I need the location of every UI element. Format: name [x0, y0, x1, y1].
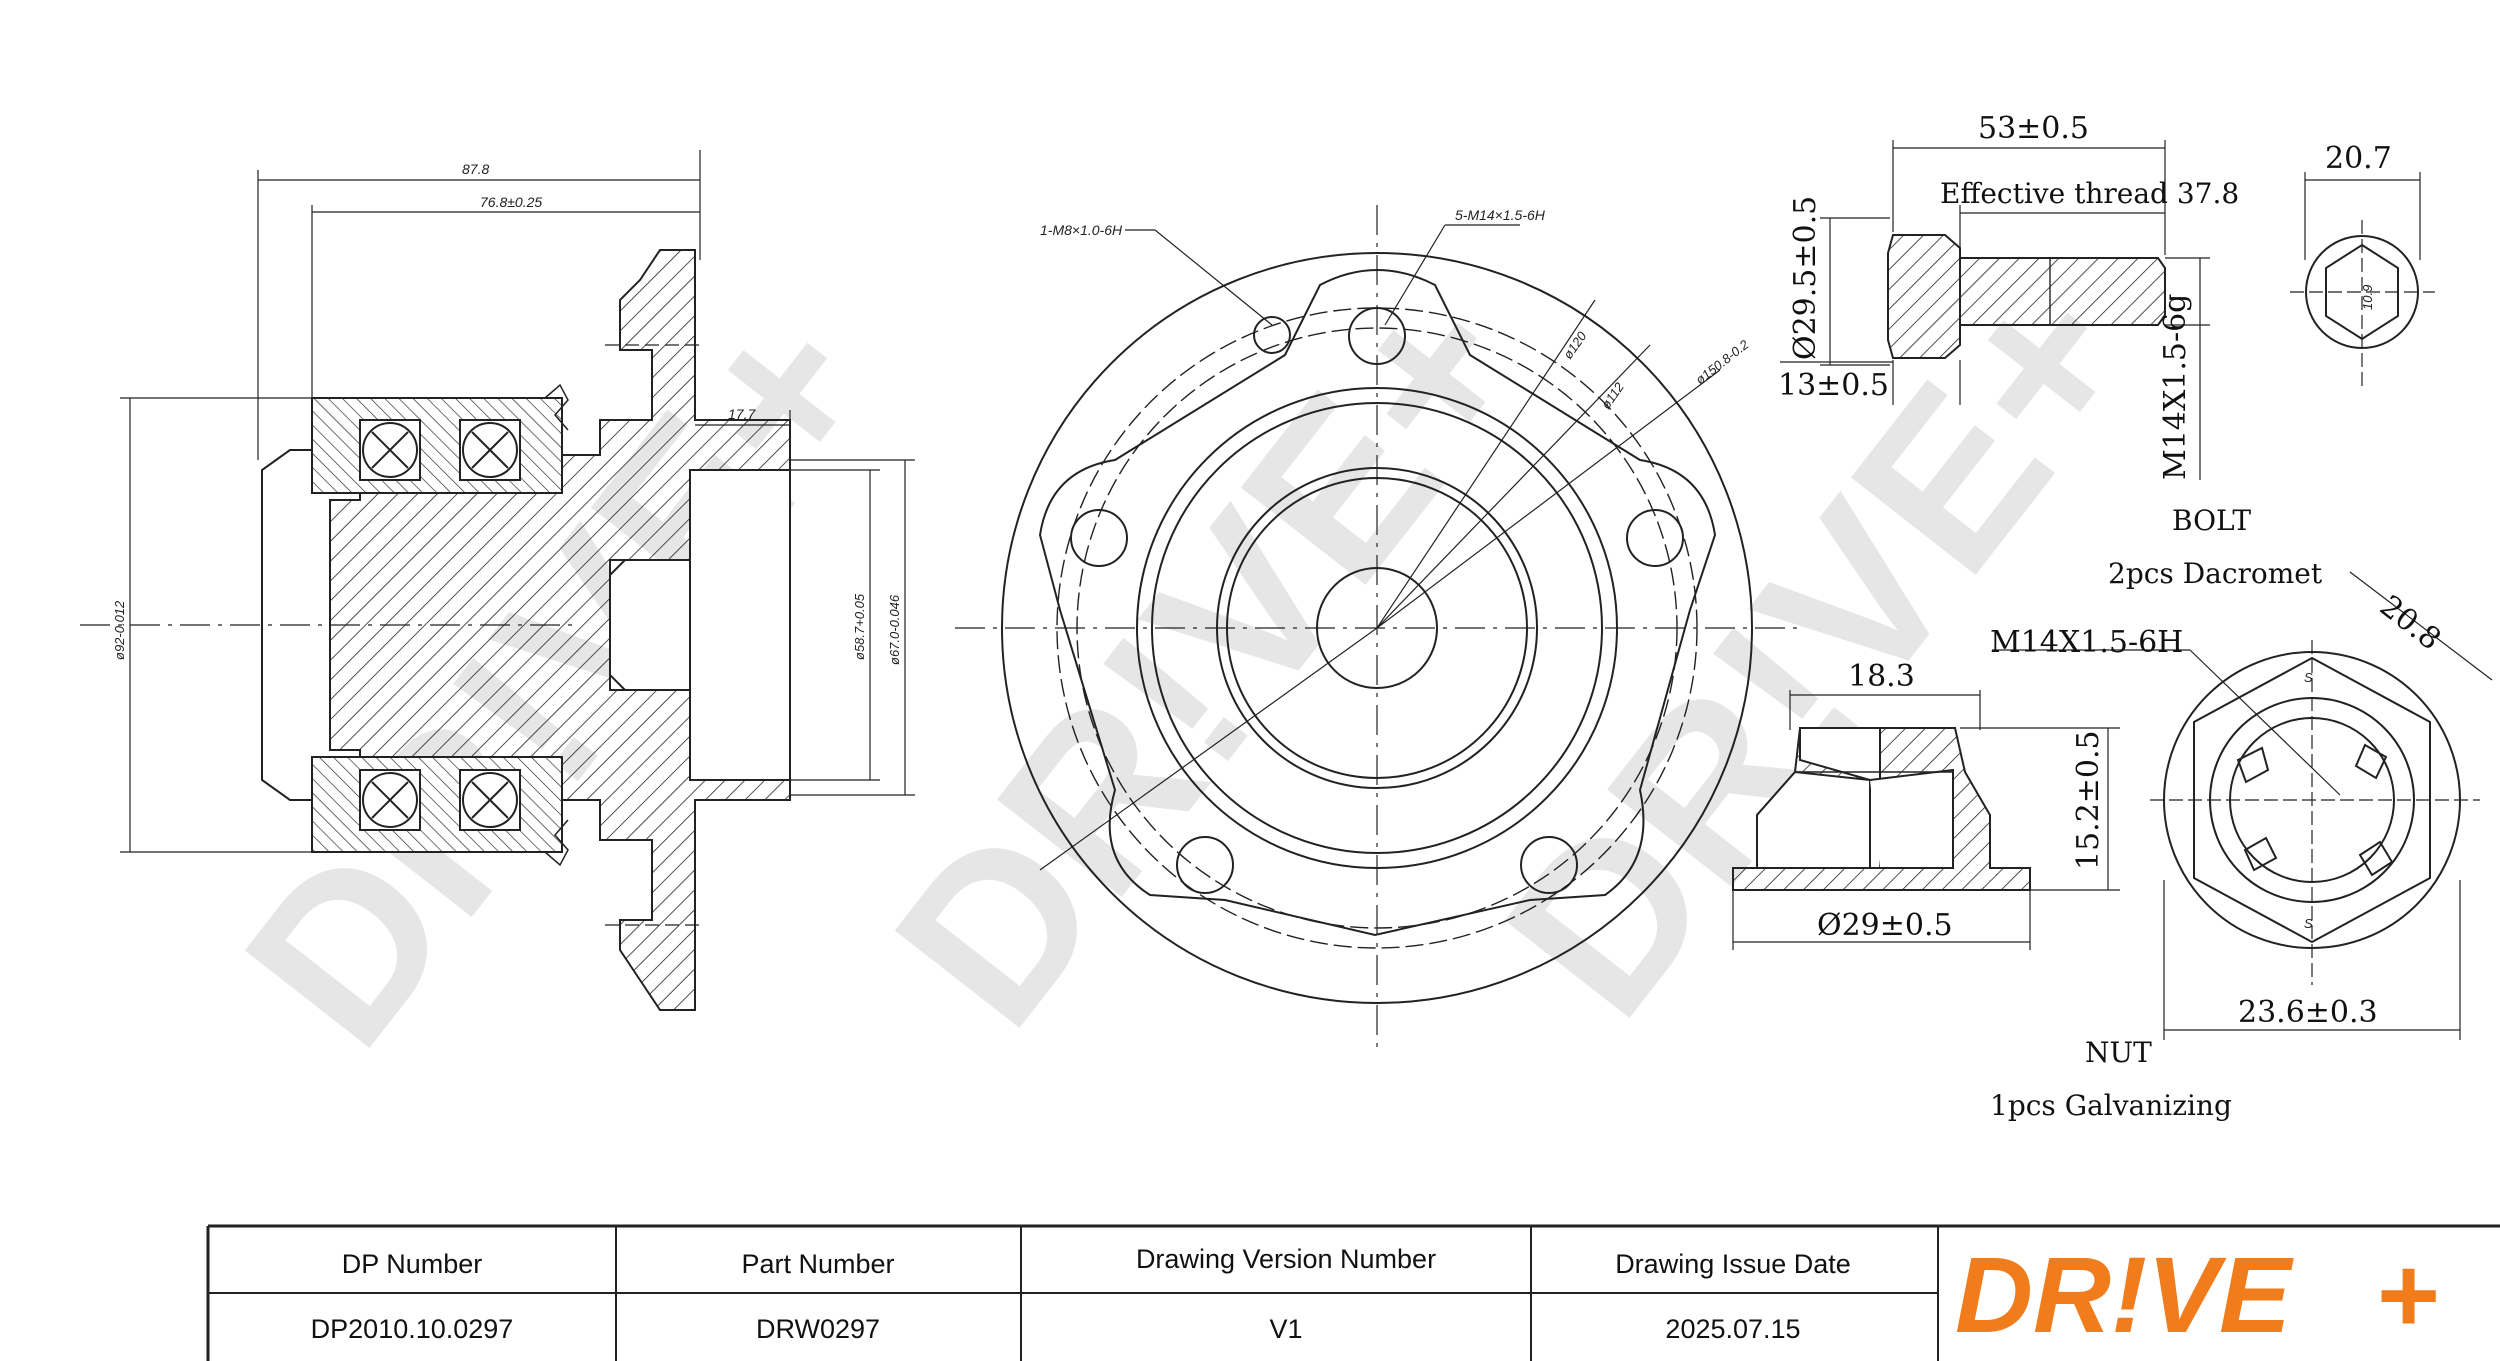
hub-section-view	[80, 150, 915, 1011]
dim-flange-length: 76.8±0.25	[480, 194, 542, 210]
value-part-number: DRW0297	[756, 1314, 880, 1344]
bolt-head-dia: Ø29.5±0.5	[1788, 196, 1823, 360]
nut-hex-size: 20.8	[2373, 589, 2447, 658]
nut-width: 18.3	[1848, 659, 1915, 694]
dim-spigot-depth: 17.7	[728, 406, 756, 422]
label-pcd-112: ø112	[1598, 379, 1627, 412]
value-issue-date: 2025.07.15	[1665, 1314, 1800, 1344]
nut-mark-bottom: S	[2304, 916, 2313, 931]
bolt-drawing	[1780, 140, 2435, 480]
dim-outer-diameter: ø92-0.012	[112, 600, 127, 660]
value-dp-number: DP2010.10.0297	[311, 1314, 514, 1344]
hub-dimension-labels: 87.8 76.8±0.25 17.7 ø92-0.012 ø58.7+0.05…	[112, 161, 902, 665]
nut-title: NUT	[2085, 1036, 2152, 1069]
logo-text: DR!VE	[1955, 1234, 2294, 1355]
logo-plus: +	[2375, 1234, 2438, 1355]
nut-across-corners: 23.6±0.3	[2238, 995, 2378, 1030]
dim-pilot-outer: ø67.0-0.046	[887, 594, 902, 665]
nut-mark-top: S	[2304, 670, 2313, 685]
title-block: DP Number Part Number Drawing Version Nu…	[206, 1224, 2500, 1361]
bolt-socket: 10.9	[2360, 285, 2375, 310]
dim-pilot-diameter: ø58.7+0.05	[852, 593, 867, 660]
header-issue-date: Drawing Issue Date	[1615, 1249, 1851, 1279]
label-center-thread: 1-M8×1.0-6H	[1040, 222, 1123, 238]
nut-drawing	[1732, 571, 2493, 1040]
header-version: Drawing Version Number	[1136, 1244, 1436, 1274]
header-part-number: Part Number	[741, 1249, 894, 1279]
hub-front-view	[955, 205, 1800, 1055]
bolt-head-height: 13±0.5	[1778, 368, 1889, 403]
bolt-thread: M14X1.5-6g	[2158, 294, 2193, 480]
nut-flange-dia: Ø29±0.5	[1817, 908, 1953, 943]
label-stud-threads: 5-M14×1.5-6H	[1455, 207, 1546, 223]
header-dp-number: DP Number	[342, 1249, 483, 1279]
bolt-effective-thread: Effective thread 37.8	[1940, 177, 2239, 210]
bolt-labels: 53±0.5 Effective thread 37.8 Ø29.5±0.5 1…	[1778, 111, 2392, 590]
label-flange-dia: ø150.8-0.2	[1693, 336, 1752, 387]
nut-thread: M14X1.5-6H	[1990, 625, 2183, 660]
bolt-length: 53±0.5	[1978, 111, 2089, 146]
bolt-spec: 2pcs Dacromet	[2108, 557, 2323, 590]
nut-spec: 1pcs Galvanizing	[1990, 1089, 2232, 1122]
value-version: V1	[1269, 1314, 1302, 1344]
drive-logo: DR!VE +	[1955, 1234, 2438, 1355]
watermark-2: DR!VE+	[846, 242, 1572, 1070]
bolt-hex-size: 20.7	[2325, 141, 2392, 176]
dim-overall-length: 87.8	[462, 161, 489, 177]
nut-height: 15.2±0.5	[2071, 730, 2106, 870]
bolt-title: BOLT	[2172, 504, 2251, 537]
nut-labels: M14X1.5-6H 18.3 15.2±0.5 Ø29±0.5 20.8 23…	[1817, 589, 2447, 1122]
